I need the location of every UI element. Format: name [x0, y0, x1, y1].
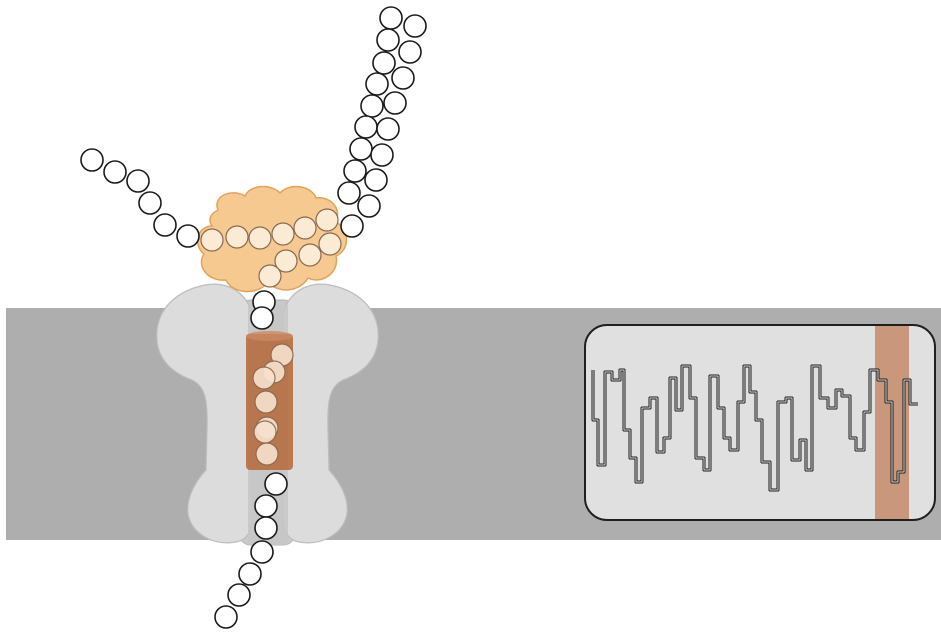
strand-bead	[377, 118, 399, 140]
strand-bead	[239, 563, 261, 585]
strand-bead	[255, 495, 277, 517]
strand-bead	[255, 517, 277, 539]
strand-bead	[127, 170, 149, 192]
strand-bead	[294, 217, 316, 239]
strand-bead	[81, 149, 103, 171]
strand-bead	[365, 169, 387, 191]
strand-bead	[344, 160, 366, 182]
strand-bead	[392, 67, 414, 89]
strand-bead	[338, 182, 360, 204]
strand-bead	[251, 307, 273, 329]
strand-bead	[259, 265, 281, 287]
strand-bead	[299, 244, 321, 266]
strand-bead	[104, 161, 126, 183]
strand-bead	[384, 92, 406, 114]
strand-bead	[228, 584, 250, 606]
strand-bead	[373, 52, 395, 74]
strand-bead	[265, 473, 287, 495]
strand-bead	[154, 214, 176, 236]
strand-bead	[380, 7, 402, 29]
strand-bead	[256, 443, 278, 465]
strand-bead	[226, 226, 248, 248]
strand-bead	[355, 116, 377, 138]
strand-bead	[366, 73, 388, 95]
strand-bead	[201, 229, 223, 251]
pore-reader-top	[246, 331, 293, 341]
strand-bead	[177, 225, 199, 247]
strand-bead	[139, 192, 161, 214]
strand-bead	[316, 209, 338, 231]
strand-bead	[404, 15, 426, 37]
strand-bead	[399, 41, 421, 63]
strand-bead	[215, 606, 237, 628]
strand-bead	[371, 144, 393, 166]
strand-bead	[361, 95, 383, 117]
strand-bead	[249, 227, 271, 249]
strand-bead	[272, 223, 294, 245]
strand-bead	[358, 195, 380, 217]
strand-bead	[253, 367, 275, 389]
strand-bead	[255, 391, 277, 413]
strand-bead	[319, 233, 341, 255]
ionic-current-trace-icon	[585, 325, 935, 520]
strand-bead	[341, 215, 363, 237]
strand-bead	[251, 541, 273, 563]
strand-bead	[350, 138, 372, 160]
strand-bead	[254, 421, 276, 443]
strand-bead	[377, 29, 399, 51]
